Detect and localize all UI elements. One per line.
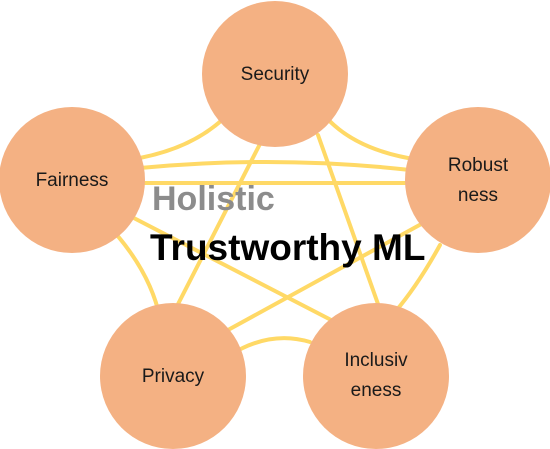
node-robustness-label-line1: Robust xyxy=(448,155,509,176)
edge-robustness-privacy xyxy=(226,220,427,332)
title-trustworthy-ml: Trustworthy ML xyxy=(150,227,425,268)
node-fairness: Fairness xyxy=(0,107,145,253)
node-robustness-circle xyxy=(405,107,550,253)
edge-security-fairness xyxy=(126,110,232,162)
node-security-circle xyxy=(202,1,348,147)
node-inclusiveness-label-line2: eness xyxy=(351,380,402,401)
node-robustness: Robust ness xyxy=(405,107,550,253)
node-inclusiveness-label-line1: Inclusiv xyxy=(344,350,408,371)
node-fairness-label: Fairness xyxy=(36,170,109,191)
edge-fairness-inclusiveness xyxy=(126,213,337,324)
node-inclusiveness: Inclusiv eness xyxy=(303,303,449,449)
edge-security-privacy xyxy=(173,138,264,312)
node-robustness-label-line2: ness xyxy=(458,185,498,206)
node-security-label: Security xyxy=(241,64,310,85)
node-privacy-circle xyxy=(100,303,246,449)
edge-security-robustness xyxy=(318,108,422,162)
edge-security-inclusiveness xyxy=(316,133,380,306)
edge-fairness-robustness-upper xyxy=(138,159,412,172)
node-privacy-label: Privacy xyxy=(142,366,205,387)
title-holistic: Holistic xyxy=(152,180,275,218)
node-security: Security xyxy=(202,1,348,147)
node-inclusiveness-circle xyxy=(303,303,449,449)
node-privacy: Privacy xyxy=(100,303,246,449)
node-fairness-circle xyxy=(0,107,145,253)
